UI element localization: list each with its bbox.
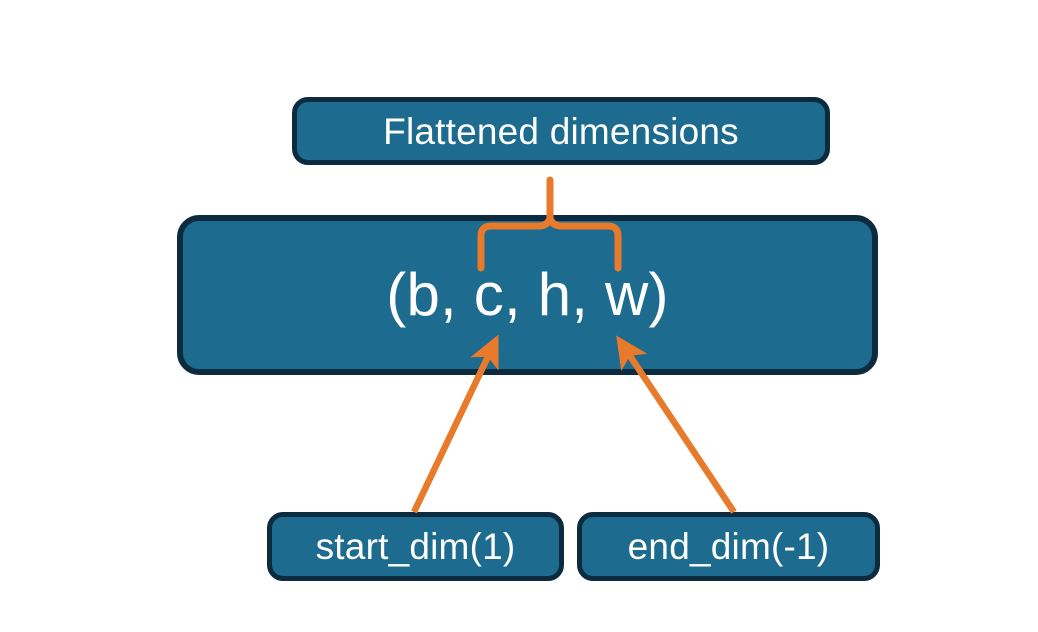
end-dim-box: end_dim(-1) [577, 512, 880, 581]
start-dim-box: start_dim(1) [267, 512, 564, 581]
tensor-shape-box: (b, c, h, w) [177, 215, 878, 375]
flattened-dimensions-label: Flattened dimensions [383, 110, 739, 152]
end-dim-label: end_dim(-1) [627, 526, 830, 567]
start-dim-label: start_dim(1) [315, 526, 516, 567]
tensor-shape-label: (b, c, h, w) [386, 261, 669, 328]
flattened-dimensions-box: Flattened dimensions [292, 97, 830, 165]
